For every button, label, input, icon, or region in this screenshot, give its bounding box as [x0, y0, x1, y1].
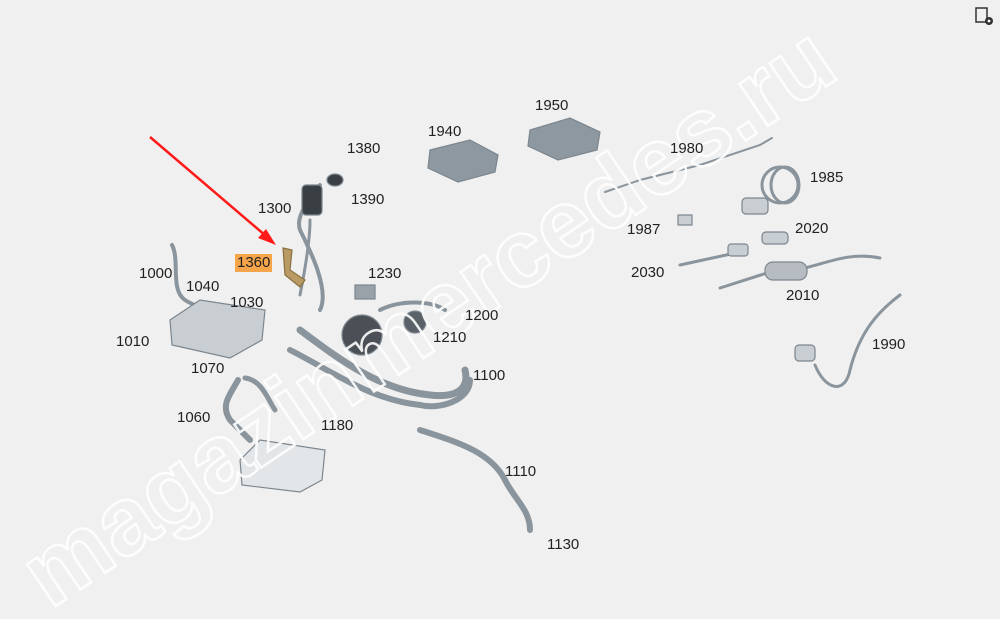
part-label-1210[interactable]: 1210	[433, 329, 467, 346]
part-label-2010[interactable]: 2010	[786, 287, 820, 304]
part-label-1230[interactable]: 1230	[368, 265, 402, 282]
part-label-1987[interactable]: 1987	[627, 221, 661, 238]
part-label-1360[interactable]: 1360	[235, 254, 273, 272]
part-label-1980[interactable]: 1980	[670, 140, 704, 157]
part-label-1110[interactable]: 1110	[505, 463, 537, 480]
part-label-1040[interactable]: 1040	[186, 278, 220, 295]
part-label-1030[interactable]: 1030	[230, 294, 264, 311]
part-label-1130[interactable]: 1130	[547, 536, 580, 553]
part-label-1200[interactable]: 1200	[465, 307, 499, 324]
part-label-1990[interactable]: 1990	[872, 336, 906, 353]
pointer-arrow	[149, 136, 276, 245]
part-label-1060[interactable]: 1060	[177, 409, 211, 426]
part-label-1010[interactable]: 1010	[116, 333, 150, 350]
part-label-1000[interactable]: 1000	[139, 265, 173, 282]
part-label-1300[interactable]: 1300	[258, 200, 292, 217]
part-label-2030[interactable]: 2030	[631, 264, 665, 281]
part-label-1390[interactable]: 1390	[351, 191, 385, 208]
document-settings-icon[interactable]	[974, 6, 994, 26]
part-label-1070[interactable]: 1070	[191, 360, 225, 377]
part-label-1950[interactable]: 1950	[535, 97, 569, 114]
part-label-2020[interactable]: 2020	[795, 220, 829, 237]
part-label-1180[interactable]: 1180	[321, 417, 354, 434]
part-label-1380[interactable]: 1380	[347, 140, 381, 157]
part-label-1940[interactable]: 1940	[428, 123, 462, 140]
part-label-1985[interactable]: 1985	[810, 169, 844, 186]
part-label-1100[interactable]: 1100	[473, 367, 506, 384]
